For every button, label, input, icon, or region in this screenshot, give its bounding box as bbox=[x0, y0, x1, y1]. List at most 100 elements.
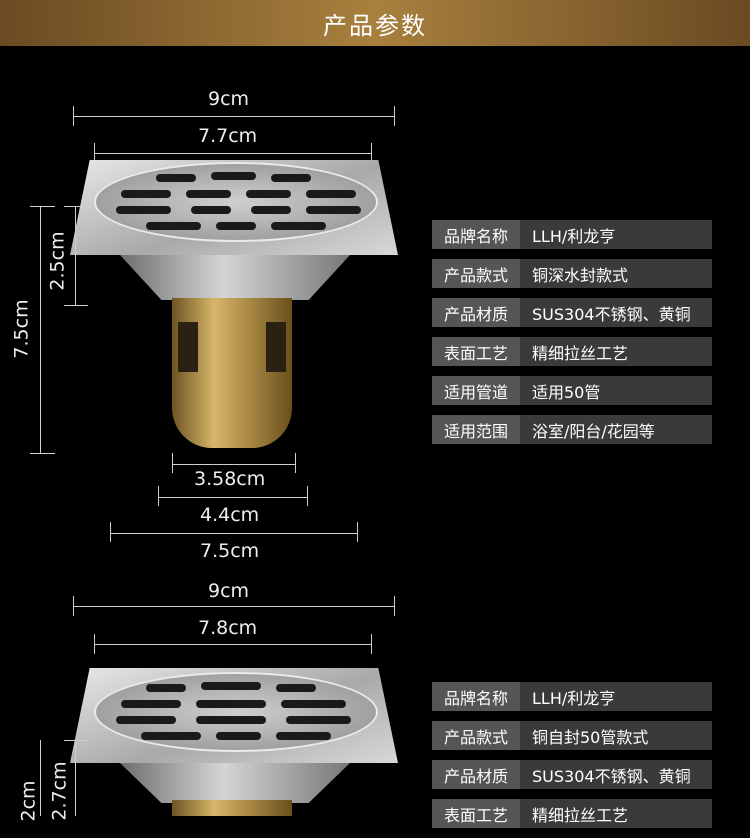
grate-slot bbox=[281, 700, 346, 708]
spec-key: 产品款式 bbox=[432, 721, 520, 750]
dim-tick bbox=[64, 740, 88, 741]
dim-tick bbox=[64, 305, 88, 306]
spec-table-1: 品牌名称 LLH/利龙亨 产品款式 铜深水封款式 产品材质 SUS304不锈钢、… bbox=[432, 220, 712, 454]
grate-slot bbox=[116, 716, 176, 724]
dim2-left-outer-line bbox=[40, 740, 41, 816]
spec-row-pipe: 适用管道 适用50管 bbox=[432, 376, 712, 405]
dim-tick bbox=[394, 596, 395, 616]
spec-key: 产品款式 bbox=[432, 259, 520, 288]
dim-bottom-mid-label: 4.4cm bbox=[200, 504, 260, 526]
dim-top-outer-line bbox=[73, 116, 395, 117]
dim-tick bbox=[371, 143, 372, 163]
grate-slot bbox=[201, 682, 261, 690]
dim-tick bbox=[172, 453, 173, 473]
spec-row-scope: 适用范围 浴室/阳台/花园等 bbox=[432, 415, 712, 444]
grate-slot bbox=[156, 174, 196, 182]
grate-slot bbox=[121, 190, 171, 198]
dim2-top-outer-label: 9cm bbox=[208, 580, 250, 602]
spec-key: 品牌名称 bbox=[432, 220, 520, 249]
grate-slot bbox=[196, 716, 266, 724]
grate-slot bbox=[246, 190, 291, 198]
brass-core-window bbox=[178, 322, 198, 372]
dim-bottom-inner-line bbox=[172, 464, 296, 465]
spec-value: 铜自封50管款式 bbox=[532, 727, 649, 747]
drain-funnel-2 bbox=[120, 763, 350, 803]
spec-row-material: 产品材质 SUS304不锈钢、黄铜 bbox=[432, 760, 712, 789]
spec-value: 精细拉丝工艺 bbox=[532, 805, 629, 825]
dim2-top-inner-line bbox=[94, 644, 372, 645]
spec-value: LLH/利龙亨 bbox=[532, 226, 616, 246]
spec-key: 品牌名称 bbox=[432, 682, 520, 711]
dim-bottom-outer-label: 7.5cm bbox=[200, 540, 260, 562]
grate-slot bbox=[146, 222, 201, 230]
grate-slot bbox=[251, 206, 291, 214]
dim-left-inner-line bbox=[75, 206, 76, 306]
dim-left-outer-label: 7.5cm bbox=[10, 299, 33, 359]
brass-core-2 bbox=[172, 800, 292, 816]
dim-tick bbox=[371, 634, 372, 654]
section-header: 产品参数 bbox=[0, 0, 750, 46]
dim-tick bbox=[94, 143, 95, 163]
dim2-left-outer-label: 2cm bbox=[17, 780, 40, 822]
grate-slot bbox=[116, 206, 171, 214]
spec-key: 产品材质 bbox=[432, 760, 520, 789]
spec-value: SUS304不锈钢、黄铜 bbox=[532, 304, 691, 324]
dim-left-inner-label: 2.5cm bbox=[46, 231, 69, 291]
dim-tick bbox=[73, 106, 74, 126]
spec-value: 铜深水封款式 bbox=[532, 265, 629, 285]
dim-top-outer-label: 9cm bbox=[208, 88, 250, 110]
spec-key: 表面工艺 bbox=[432, 337, 520, 366]
drain-grate bbox=[94, 162, 378, 242]
brass-core-window bbox=[266, 322, 286, 372]
dim-bottom-inner-label: 3.58cm bbox=[194, 468, 266, 490]
dim-tick bbox=[73, 596, 74, 616]
dim-tick bbox=[357, 522, 358, 542]
dim-tick bbox=[94, 634, 95, 654]
spec-row-finish: 表面工艺 精细拉丝工艺 bbox=[432, 337, 712, 366]
spec-row-material: 产品材质 SUS304不锈钢、黄铜 bbox=[432, 298, 712, 327]
spec-value: LLH/利龙亨 bbox=[532, 688, 616, 708]
grate-slot bbox=[271, 174, 311, 182]
grate-slot bbox=[271, 222, 326, 230]
spec-row-finish: 表面工艺 精细拉丝工艺 bbox=[432, 799, 712, 828]
spec-key: 产品材质 bbox=[432, 298, 520, 327]
spec-key: 表面工艺 bbox=[432, 799, 520, 828]
grate-slot bbox=[276, 732, 331, 740]
dim2-top-inner-label: 7.8cm bbox=[198, 617, 258, 639]
dim-bottom-outer-line bbox=[110, 533, 358, 534]
dim-top-inner-label: 7.7cm bbox=[198, 125, 258, 147]
dim-tick bbox=[394, 106, 395, 126]
grate-slot bbox=[146, 684, 186, 692]
grate-slot bbox=[141, 732, 201, 740]
spec-value: 浴室/阳台/花园等 bbox=[532, 421, 655, 441]
grate-slot bbox=[191, 206, 231, 214]
spec-value: 适用50管 bbox=[532, 382, 601, 402]
grate-slot bbox=[186, 190, 231, 198]
dim-tick bbox=[110, 522, 111, 542]
dim-tick bbox=[158, 486, 159, 506]
spec-row-brand: 品牌名称 LLH/利龙亨 bbox=[432, 220, 712, 249]
spec-key: 适用范围 bbox=[432, 415, 520, 444]
grate-slot bbox=[286, 716, 351, 724]
dim2-left-inner-line bbox=[75, 740, 76, 816]
grate-slot bbox=[306, 190, 356, 198]
dim-top-inner-line bbox=[94, 153, 372, 154]
grate-slot bbox=[276, 684, 316, 692]
dim-tick bbox=[30, 453, 55, 454]
spec-value: 精细拉丝工艺 bbox=[532, 343, 629, 363]
grate-slot bbox=[196, 700, 266, 708]
spec-value: SUS304不锈钢、黄铜 bbox=[532, 766, 691, 786]
spec-row-style: 产品款式 铜自封50管款式 bbox=[432, 721, 712, 750]
grate-slot bbox=[211, 172, 256, 180]
dim-bottom-mid-line bbox=[158, 497, 308, 498]
dim-tick bbox=[30, 206, 55, 207]
spec-table-2: 品牌名称 LLH/利龙亨 产品款式 铜自封50管款式 产品材质 SUS304不锈… bbox=[432, 682, 712, 838]
drain-funnel bbox=[120, 255, 350, 300]
dim2-top-outer-line bbox=[73, 606, 395, 607]
section-title: 产品参数 bbox=[323, 11, 427, 40]
brass-core bbox=[172, 298, 292, 448]
dim-tick bbox=[295, 453, 296, 473]
dim-tick bbox=[64, 206, 88, 207]
spec-row-brand: 品牌名称 LLH/利龙亨 bbox=[432, 682, 712, 711]
grate-slot bbox=[121, 700, 181, 708]
